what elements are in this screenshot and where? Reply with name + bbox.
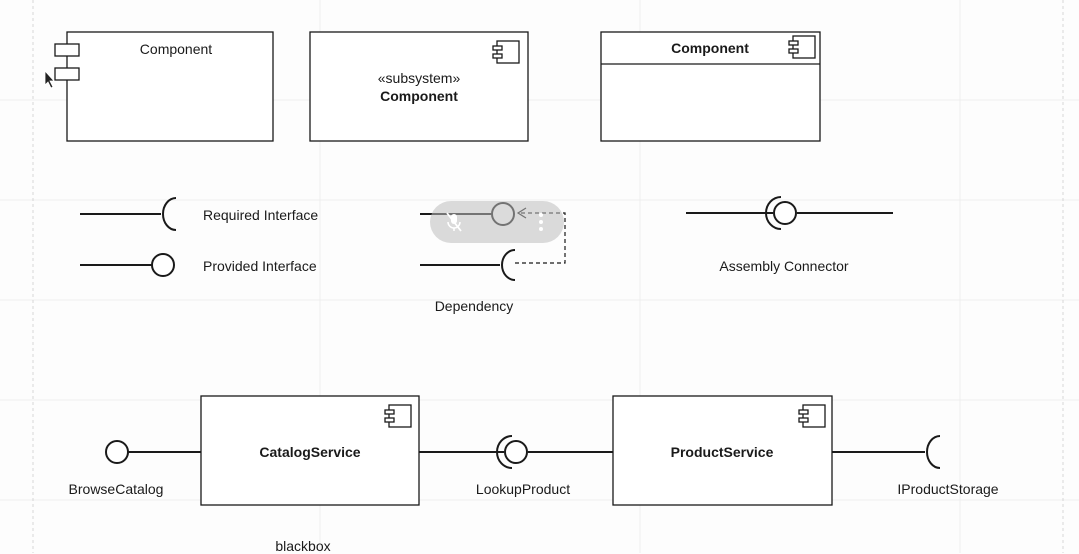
catalog-service-component[interactable] (200, 395, 420, 506)
required-interface-symbol[interactable] (80, 197, 177, 231)
blackbox-caption: blackbox (275, 538, 331, 554)
subsystem-stereotype-label: «subsystem» (377, 70, 461, 86)
provided-interface-symbol[interactable] (80, 253, 175, 277)
mouse-cursor-icon (44, 69, 55, 89)
component-header-label: Component (671, 40, 749, 56)
lookup-product-assembly-connector[interactable] (419, 435, 613, 469)
component-icon (492, 40, 520, 64)
floating-toolbar[interactable] (430, 201, 564, 243)
assembly-connector-label: Assembly Connector (719, 258, 849, 274)
component-tab-top (54, 43, 80, 57)
iproduct-storage-required-port[interactable] (832, 435, 941, 469)
mute-icon[interactable] (446, 212, 462, 232)
component-icon (798, 404, 826, 428)
product-service-label: ProductService (670, 444, 774, 460)
catalog-service-label: CatalogService (259, 444, 361, 460)
component-shape-subsystem[interactable] (309, 31, 529, 142)
component-icon (384, 404, 412, 428)
iproduct-storage-label: IProductStorage (897, 481, 999, 497)
component-basic-label: Component (139, 41, 213, 57)
provided-interface-label: Provided Interface (203, 258, 317, 274)
browse-catalog-label: BrowseCatalog (68, 481, 164, 497)
component-tab-bottom (54, 67, 80, 81)
product-service-component[interactable] (612, 395, 833, 506)
lookup-product-label: LookupProduct (475, 481, 571, 497)
browse-catalog-provided-port[interactable] (105, 440, 201, 464)
assembly-connector-symbol[interactable] (686, 196, 893, 230)
required-interface-label: Required Interface (203, 207, 319, 223)
dependency-label: Dependency (434, 298, 514, 314)
subsystem-name-label: Component (380, 88, 458, 104)
component-shape-basic[interactable] (66, 31, 274, 142)
more-options-icon[interactable] (539, 213, 543, 231)
component-shape-header[interactable] (600, 31, 821, 142)
component-icon (788, 35, 816, 59)
